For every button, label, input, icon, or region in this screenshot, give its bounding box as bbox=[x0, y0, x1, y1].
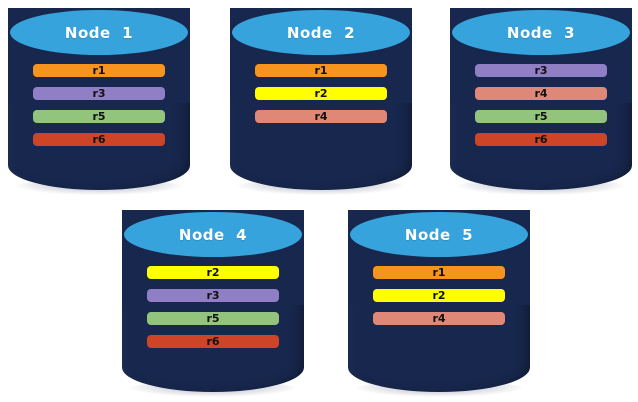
replica-label: r4 bbox=[534, 86, 548, 100]
replica-list: r1 r2 r4 bbox=[348, 210, 530, 392]
node-title: Node 2 bbox=[286, 23, 356, 42]
replica-label: r6 bbox=[92, 132, 106, 146]
replica-list: r1 r3 r5 r6 bbox=[8, 8, 190, 190]
replica-bar[interactable]: r3 bbox=[32, 86, 166, 100]
node-4[interactable]: Node 4 r2 r3 r5 r6 bbox=[122, 210, 304, 397]
replica-label: r2 bbox=[314, 86, 328, 100]
replica-label: r4 bbox=[314, 109, 328, 123]
node-header-disc: Node 5 bbox=[348, 210, 530, 260]
node-header-disc: Node 1 bbox=[8, 8, 190, 58]
replica-bar[interactable]: r1 bbox=[254, 63, 388, 77]
replica-bar[interactable]: r2 bbox=[146, 265, 280, 279]
replica-bar[interactable]: r5 bbox=[474, 109, 608, 123]
replica-list: r2 r3 r5 r6 bbox=[122, 210, 304, 392]
replica-label: r3 bbox=[206, 288, 220, 302]
replica-label: r5 bbox=[92, 109, 106, 123]
replica-label: r1 bbox=[314, 63, 328, 77]
replica-label: r1 bbox=[92, 63, 106, 77]
node-title: Node 5 bbox=[404, 225, 474, 244]
replica-bar[interactable]: r3 bbox=[474, 63, 608, 77]
replica-label: r6 bbox=[534, 132, 548, 146]
replica-label: r4 bbox=[432, 311, 446, 325]
replica-label: r2 bbox=[206, 265, 220, 279]
replica-bar[interactable]: r4 bbox=[254, 109, 388, 123]
replica-list: r3 r4 r5 r6 bbox=[450, 8, 632, 190]
node-3[interactable]: Node 3 r3 r4 r5 r6 bbox=[450, 8, 632, 195]
node-2[interactable]: Node 2 r1 r2 r4 bbox=[230, 8, 412, 195]
replica-label: r5 bbox=[534, 109, 548, 123]
node-5[interactable]: Node 5 r1 r2 r4 bbox=[348, 210, 530, 397]
node-title: Node 4 bbox=[178, 225, 248, 244]
replica-label: r5 bbox=[206, 311, 220, 325]
replica-bar[interactable]: r1 bbox=[372, 265, 506, 279]
replica-label: r6 bbox=[206, 334, 220, 348]
node-1[interactable]: Node 1 r1 r3 r5 r6 bbox=[8, 8, 190, 195]
replica-bar[interactable]: r3 bbox=[146, 288, 280, 302]
node-header-disc: Node 4 bbox=[122, 210, 304, 260]
replica-bar[interactable]: r6 bbox=[146, 334, 280, 348]
node-header-disc: Node 3 bbox=[450, 8, 632, 58]
replica-bar[interactable]: r1 bbox=[32, 63, 166, 77]
replica-bar[interactable]: r2 bbox=[254, 86, 388, 100]
replica-label: r1 bbox=[432, 265, 446, 279]
replica-bar[interactable]: r4 bbox=[372, 311, 506, 325]
node-title: Node 1 bbox=[64, 23, 134, 42]
replica-label: r2 bbox=[432, 288, 446, 302]
replica-bar[interactable]: r2 bbox=[372, 288, 506, 302]
replica-label: r3 bbox=[92, 86, 106, 100]
replica-label: r3 bbox=[534, 63, 548, 77]
node-title: Node 3 bbox=[506, 23, 576, 42]
replica-bar[interactable]: r5 bbox=[32, 109, 166, 123]
replica-bar[interactable]: r6 bbox=[474, 132, 608, 146]
node-header-disc: Node 2 bbox=[230, 8, 412, 58]
replica-bar[interactable]: r6 bbox=[32, 132, 166, 146]
replica-bar[interactable]: r4 bbox=[474, 86, 608, 100]
replica-list: r1 r2 r4 bbox=[230, 8, 412, 190]
replica-bar[interactable]: r5 bbox=[146, 311, 280, 325]
